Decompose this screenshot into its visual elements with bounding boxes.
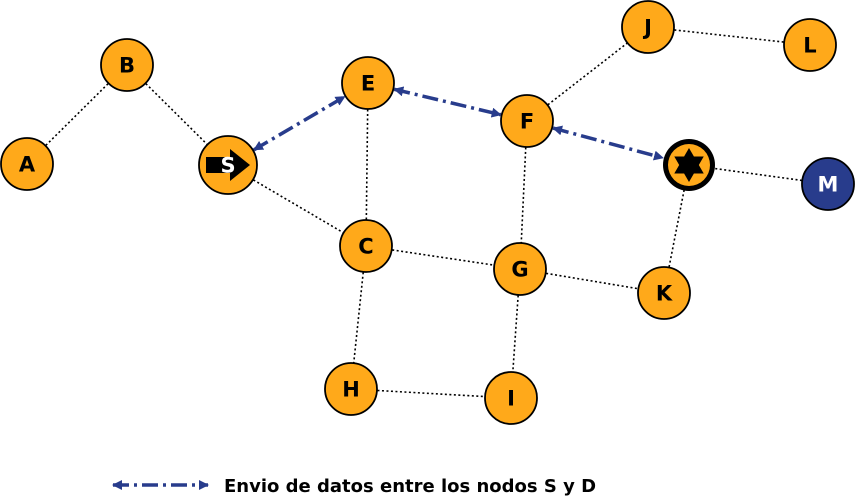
node-label: K [656, 282, 673, 306]
node-i[interactable]: I [484, 371, 538, 425]
link-f-j [543, 39, 632, 109]
node-circle [621, 0, 675, 54]
node-label: H [342, 378, 360, 402]
node-circle [324, 362, 378, 416]
node-label: S [220, 154, 235, 178]
node-label: J [642, 16, 652, 40]
legend: Envio de datos entre los nodos S y D [112, 476, 596, 497]
star-of-david-icon-part [674, 156, 704, 182]
link-g-i [511, 290, 520, 377]
node-label: I [507, 387, 515, 411]
node-circle [637, 266, 691, 320]
network-links [42, 28, 807, 398]
link-f-g [520, 142, 527, 248]
node-circle [341, 56, 395, 110]
node-j[interactable]: J [621, 0, 675, 54]
node-label: G [511, 258, 528, 282]
node-e[interactable]: E [341, 56, 395, 110]
route-arrow-e-f [393, 86, 502, 118]
node-circle [801, 157, 855, 211]
node-circle [100, 38, 154, 92]
node-f[interactable]: F [500, 94, 554, 148]
node-a[interactable]: A [0, 137, 54, 191]
node-label: D [680, 154, 697, 178]
link-d-m [710, 167, 807, 182]
link-s-c [249, 176, 348, 236]
node-label: A [19, 153, 36, 177]
arrow-right-icon [206, 149, 250, 181]
legend-text: Envio de datos entre los nodos S y D [224, 476, 596, 497]
node-label: C [358, 235, 373, 259]
node-h[interactable]: H [324, 362, 378, 416]
node-g[interactable]: G [493, 242, 547, 296]
node-l[interactable]: L [783, 18, 837, 72]
route-arrow-s-e [253, 95, 346, 152]
link-g-k [541, 271, 643, 291]
route-s-to-d [253, 86, 664, 161]
link-b-s [142, 79, 211, 148]
node-s[interactable]: S [198, 135, 258, 195]
node-d[interactable]: D [663, 139, 715, 191]
link-k-d [667, 186, 686, 272]
node-circle [339, 219, 393, 273]
node-label: M [818, 173, 839, 197]
link-j-l [669, 28, 789, 44]
node-label: E [361, 72, 375, 96]
node-c[interactable]: C [339, 219, 393, 273]
node-circle [0, 137, 54, 191]
node-b[interactable]: B [100, 38, 154, 92]
link-a-b [42, 79, 112, 150]
node-circle [484, 371, 538, 425]
node-k[interactable]: K [637, 266, 691, 320]
network-nodes: A B S E C H J L F G I D K M [0, 0, 855, 425]
node-m[interactable]: M [801, 157, 855, 211]
link-h-i [372, 389, 490, 398]
node-circle [500, 94, 554, 148]
route-arrow-f-d [552, 125, 664, 161]
node-label: B [119, 54, 135, 78]
node-label: F [520, 110, 534, 134]
link-c-h [352, 267, 365, 368]
link-e-c [365, 104, 369, 225]
link-c-g [387, 248, 499, 267]
node-circle [493, 242, 547, 296]
node-label: L [803, 34, 816, 58]
node-circle [783, 18, 837, 72]
